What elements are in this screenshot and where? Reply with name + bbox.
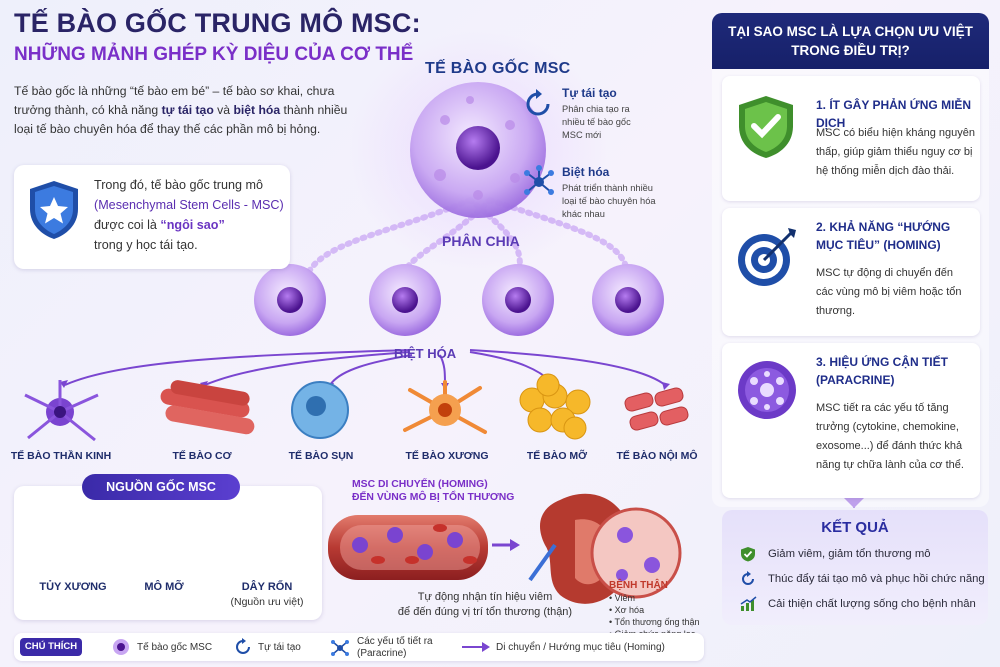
source-adipose: MÔ MỠ — [144, 581, 184, 593]
muscle-cell — [160, 380, 255, 435]
molecule-icon — [524, 165, 554, 195]
msc-star-box: Trong đó, tế bào gốc trung mô(Mesenchyma… — [14, 165, 290, 269]
differentiation-label: BIỆT HÓA — [394, 346, 457, 361]
advantage-desc-1: MSC có biểu hiện kháng nguyên thấp, giúp… — [816, 127, 975, 177]
msc-cell-icon — [113, 639, 129, 655]
legend-paracrine: Các yếu tố tiết ra(Paracrine) — [357, 636, 433, 659]
differentiation-arrows — [64, 349, 666, 386]
bone-cell — [403, 380, 487, 434]
result-item-1: Giảm viêm, giảm tổn thương mô — [768, 548, 931, 560]
molecule-icon — [331, 640, 349, 656]
arrow-right-icon — [462, 642, 490, 652]
shield-check-icon — [739, 96, 793, 158]
legend-msc: Tế bào gốc MSC — [137, 642, 213, 653]
result-item-2: Thúc đẩy tái tạo mô và phục hồi chức năn… — [768, 573, 985, 585]
msc-star-text: Trong đó, tế bào gốc trung mô(Mesenchyma… — [94, 178, 284, 252]
cell-label-endothelial: TẾ BÀO NỘI MÔ — [616, 450, 698, 462]
cell-label-bone: TẾ BÀO XƯƠNG — [405, 450, 489, 462]
neuron-cell — [24, 380, 99, 442]
cartilage-cell — [291, 381, 349, 439]
advantage-desc-3: MSC tiết ra các yếu tố tăng trưởng (cyto… — [816, 402, 964, 471]
target-icon — [738, 228, 796, 286]
page-subtitle: NHỮNG MẢNH GHÉP KỲ DIỆU CỦA CƠ THỂ — [14, 44, 414, 65]
endothelial-cells — [624, 387, 689, 431]
legend-homing: Di chuyển / Hướng mục tiêu (Homing) — [496, 642, 665, 653]
paracrine-icon — [738, 361, 796, 419]
result-title: KẾT QUẢ — [821, 519, 889, 536]
advantage-desc-2: MSC tự động di chuyển đến các vùng mô bị… — [816, 267, 962, 317]
result-item-3: Cải thiện chất lượng sống cho bệnh nhân — [768, 598, 976, 610]
homing-title: MSC DI CHUYỂN (HOMING)ĐẾN VÙNG MÔ BỊ TỔN… — [352, 479, 515, 503]
source-title: NGUỒN GỐC MSC — [82, 474, 240, 500]
legend-label: CHÚ THÍCH — [20, 638, 82, 656]
intro-text: Tế bào gốc là những “tế bào em bé” – tế … — [14, 84, 348, 136]
source-panel — [14, 486, 322, 620]
self-renewal-info: Tự tái tạo Phân chia tạo ra nhiều tế bào… — [526, 86, 712, 142]
cell-label-muscle: TẾ BÀO CƠ — [172, 450, 232, 462]
source-umbilical: DÂY RỐN — [241, 581, 293, 593]
kidney-zoom-circle — [590, 507, 682, 599]
cycle-icon — [526, 89, 550, 116]
msc-main-cell — [410, 82, 546, 218]
legend-self: Tự tái tạo — [258, 642, 301, 653]
source-bone-marrow: TỦY XƯƠNG — [39, 581, 107, 593]
cell-label-fat: TẾ BÀO MỠ — [526, 450, 588, 462]
source-note: (Nguồn ưu việt) — [230, 596, 304, 608]
cycle-icon — [236, 638, 250, 654]
growth-chart-icon — [740, 596, 757, 611]
fat-cells — [519, 373, 591, 440]
cycle-icon — [742, 571, 754, 585]
differentiation-info: Biệt hóa Phát triển thành nhiều loại tế … — [524, 165, 712, 221]
advantage-card-1: 1. ÍT GÂY PHẢN ỨNG MIỄN DỊCH MSC có biểu… — [722, 76, 980, 201]
cell-label-neuron: TẾ BÀO THẦN KINH — [10, 450, 112, 462]
advantage-card-3: 3. HIỆU ỨNG CẬN TIẾT(PARACRINE) MSC tiết… — [722, 343, 980, 498]
msc-cell-label: TẾ BÀO GỐC MSC — [425, 60, 571, 77]
blood-vessel — [328, 515, 488, 580]
star-shield-icon — [30, 181, 78, 239]
kidney-disease-box: BỆNH THẬN • Viêm• Xơ hóa• Tổn thương ống… — [609, 580, 700, 639]
check-shield-icon — [741, 547, 755, 562]
division-label: PHÂN CHIA — [442, 233, 520, 249]
page-title: TẾ BÀO GỐC TRUNG MÔ MSC: — [14, 8, 421, 38]
cell-label-cartilage: TẾ BÀO SỤN — [288, 450, 354, 462]
result-panel — [722, 510, 988, 625]
daughter-cells — [254, 264, 664, 336]
